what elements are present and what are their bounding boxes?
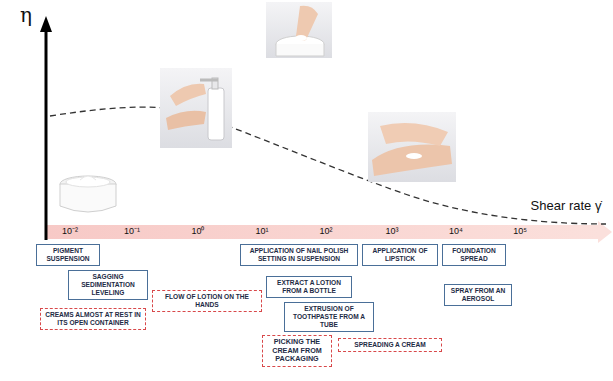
box-text: SAGGING SEDIMENTATION LEVELING [72,273,144,297]
tick-label: 10⁻¹ [124,227,140,237]
box-text: PIGMENT SUSPENSION [40,247,96,263]
tick-label: 10⁵ [513,227,527,237]
box-text: PICKING THE CREAM FROM PACKAGING [266,338,328,364]
application-box: APPLICATION OF LIPSTICK [362,244,438,266]
cream-jar-photo [60,176,116,212]
viscosity-axis [45,30,48,240]
box-text: FOUNDATION SPREAD [446,247,502,263]
tick-label: 10¹ [255,227,268,237]
axis-band [46,225,598,239]
application-box: PIGMENT SUSPENSION [36,244,100,266]
application-box: SAGGING SEDIMENTATION LEVELING [68,270,148,300]
tick-label: 10⁰ [191,227,204,237]
axis-arrowhead [40,16,52,32]
cream-use-box: PICKING THE CREAM FROM PACKAGING [262,335,332,367]
axis-title: η [20,4,32,26]
box-text: EXTRACT A LOTION FROM A BOTTLE [270,279,348,295]
finger-jar-photo [266,2,332,58]
application-box: APPLICATION OF NAIL POLISHSETTING IN SUS… [240,244,358,266]
application-box: FOUNDATION SPREAD [442,244,506,266]
hands-photo [368,112,456,182]
cream-use-box: FLOW OF LOTION ON THE HANDS [152,290,262,312]
tick-label: 10² [319,227,332,237]
application-box: EXTRACT A LOTION FROM A BOTTLE [266,276,352,298]
pump-bottle-photo [160,68,232,148]
box-text: SPRAY FROM AN AEROSOL [448,287,508,303]
box-text: APPLICATION OF LIPSTICK [366,247,434,263]
box-text: APPLICATION OF NAIL POLISH [244,247,354,255]
box-text: FLOW OF LOTION ON THE HANDS [156,293,258,309]
cream-use-box: SPREADING A CREAM [338,338,442,352]
tick-label: 10⁴ [449,227,463,237]
box-text: SETTING IN SUSPENSION [244,255,354,263]
cream-use-box: CREAMS ALMOST AT REST IN ITS OPEN CONTAI… [40,308,146,330]
box-text: CREAMS ALMOST AT REST IN ITS OPEN CONTAI… [44,311,142,327]
box-text: SPREADING A CREAM [342,341,438,349]
tick-label: 10³ [385,227,398,237]
tick-label: 10⁻² [62,227,78,237]
axis-title: Shear rate γ̇ [531,199,602,213]
application-box: EXTRUSION OF TOOTHPASTE FROM A TUBE [284,302,374,332]
application-box: SPRAY FROM AN AEROSOL [444,284,512,306]
box-text: EXTRUSION OF TOOTHPASTE FROM A TUBE [288,305,370,329]
viscosity-curve [50,107,606,224]
